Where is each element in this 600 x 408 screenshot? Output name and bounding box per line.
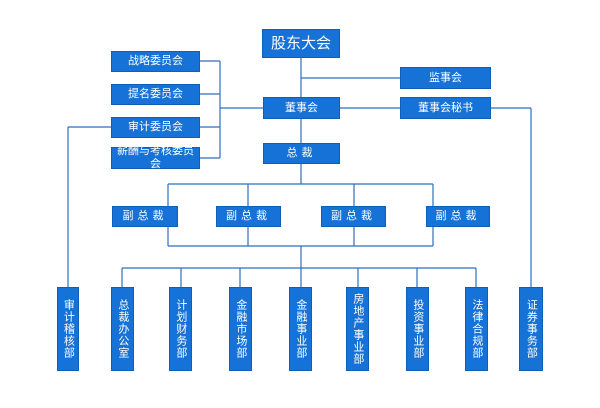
real-estate-business-dept-box: 房地产事业部 [346, 287, 369, 371]
president-office-box: 总裁办公室 [111, 287, 134, 371]
strategy-committee-box: 战略委员会 [111, 51, 200, 72]
remuneration-committee-box: 薪酬与考核委员会 [111, 145, 200, 170]
legal-compliance-dept-box: 法律合规部 [465, 287, 488, 371]
vice-president-box: 副总裁 [321, 206, 386, 227]
board-secretary-box: 董事会秘书 [400, 97, 491, 119]
finance-business-dept-box: 金融事业部 [289, 287, 312, 371]
financial-markets-dept-box: 金融市场部 [229, 287, 252, 371]
securities-affairs-dept-box: 证券事务部 [519, 287, 543, 371]
vice-president-box: 副总裁 [426, 206, 490, 227]
board-box: 董事会 [263, 97, 340, 119]
president-box: 总裁 [263, 143, 340, 164]
audit-committee-box: 审计委员会 [111, 117, 200, 138]
planning-finance-dept-box: 计划财务部 [169, 287, 192, 371]
shareholders-meeting-box: 股东大会 [262, 29, 340, 58]
audit-inspection-dept-box: 审计稽核部 [57, 287, 79, 371]
vice-president-box: 副总裁 [112, 206, 178, 227]
vice-president-box: 副总裁 [216, 206, 281, 227]
investment-business-dept-box: 投资事业部 [406, 287, 429, 371]
supervisory-board-box: 监事会 [400, 67, 491, 89]
nomination-committee-box: 提名委员会 [111, 84, 200, 105]
